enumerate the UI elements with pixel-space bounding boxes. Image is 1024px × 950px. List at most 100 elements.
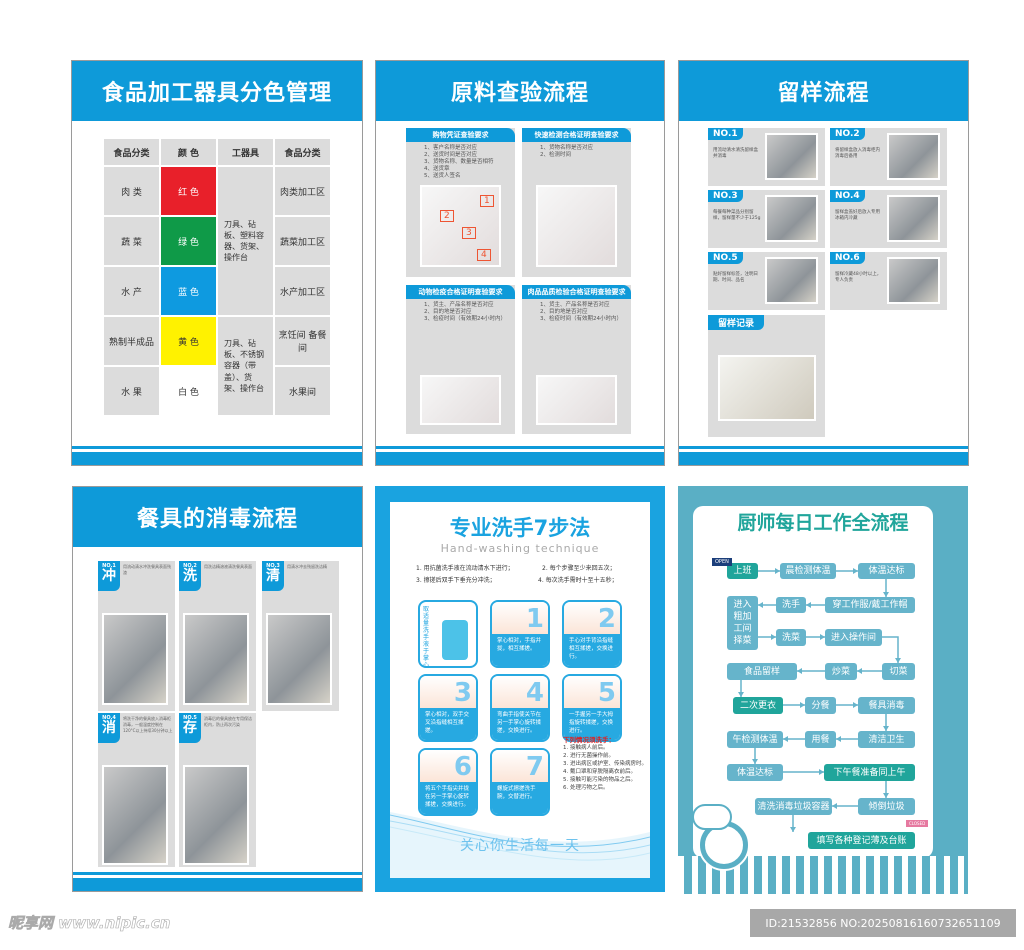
hands-illustration (492, 602, 548, 636)
table-row: 水 产蓝 色水产加工区 (102, 265, 332, 317)
hands-illustration (492, 750, 548, 784)
requirement-item: 3、检疫时间（有效期24小时内） (540, 316, 622, 322)
flow-step: 洗手 (776, 597, 806, 613)
step-photo (765, 257, 818, 304)
must-wash-list: 1. 接触病人前后。2. 进行无菌操作前。3. 进出病区或护室、传染病房时。4.… (563, 744, 648, 792)
table-row: 肉 类红 色刀具、砧板、塑料容器、货架、操作台肉类加工区 (102, 165, 332, 317)
must-wash-item: 5. 接触可能污染的物品之后。 (563, 777, 636, 783)
step-character: 冲 (102, 568, 116, 584)
flow-step: 餐具消毒 (858, 697, 915, 714)
rule-4: 4. 每次洗手需时十至十五秒； (538, 577, 618, 584)
rule-2: 2. 每个步骤至少来回五次； (542, 565, 616, 572)
column-header: 工器具 (216, 137, 275, 167)
divider (72, 446, 362, 449)
step-photo (887, 133, 940, 180)
flow-step: 分餐 (805, 697, 836, 714)
color-cell: 黄 色 (159, 315, 218, 367)
step-text: 将留样盒放入消毒柜内消毒后备用 (835, 148, 880, 159)
flow-step: 食品留样 (727, 663, 797, 680)
arrowhead-icon (853, 568, 858, 574)
table-row: 水 果白 色水果间 (102, 365, 332, 417)
step-number: 3 (453, 678, 472, 708)
arrowhead-icon (895, 658, 901, 663)
step-character: 消 (102, 720, 116, 736)
must-wash-item: 6. 处理污物之后。 (563, 785, 609, 791)
arrowhead-icon (857, 668, 862, 674)
hands-illustration (564, 602, 620, 636)
flow-arrows (738, 568, 901, 832)
requirement-item: 2、检测时间 (540, 152, 571, 158)
step-text: 每餐每种菜品分别留样，留样量不少于125g (713, 210, 761, 221)
arrowhead-icon (836, 736, 841, 742)
hands-illustration (420, 676, 476, 710)
area-cell: 肉类加工区 (273, 165, 332, 217)
wave-decoration (390, 812, 650, 878)
poster-title: 餐具的消毒流程 (73, 487, 362, 547)
requirement-item: 4、送货章 (424, 166, 450, 172)
arrowhead-icon (883, 793, 889, 798)
flow-step: 体温达标 (858, 563, 915, 579)
image-id-badge: ID:21532856 NO:20250816160732651109 (750, 909, 1016, 937)
annotation-marker: 2 (440, 210, 454, 222)
requirement-heading: 快速检测合格证明查验要求 (522, 128, 631, 142)
step-character: 清 (266, 568, 280, 584)
poster-handwashing: 专业洗手7步法 Hand-washing technique 1. 用抗菌洗手液… (375, 486, 665, 892)
poster-inner: 专业洗手7步法 Hand-washing technique 1. 用抗菌洗手液… (390, 502, 650, 878)
step-text: 螺旋式擦搓洗手腕，交替进行。 (492, 782, 548, 814)
step-photo (765, 133, 818, 180)
rule-3: 3. 擦搓后双手下垂充分冲洗； (416, 577, 496, 584)
step-number: NO.3 (708, 190, 743, 202)
document-photo (536, 185, 617, 267)
hands-illustration (492, 676, 548, 710)
requirement-item: 1、货物名称是否对应 (540, 145, 593, 151)
table-row: 蔬 菜绿 色蔬菜加工区 (102, 215, 332, 267)
flow-step: 炒菜 (825, 663, 857, 680)
flow-step: 二次更衣 (733, 697, 783, 714)
poster-subtitle: Hand-washing technique (440, 542, 600, 555)
requirement-heading: 动物检疫合格证明查验要求 (406, 285, 515, 299)
food-category-cell: 水 产 (102, 265, 161, 317)
step-photo (887, 257, 940, 304)
step-number: NO.2 (830, 128, 865, 140)
step-number: NO.5 (183, 715, 197, 721)
must-wash-item: 3. 进出病区或护室、传染病房时。 (563, 761, 647, 767)
poster-color-management: 食品加工器具分色管理 食品分类颜 色工器具食品分类肉 类红 色刀具、砧板、塑料容… (71, 60, 363, 466)
requirement-item: 1、货主、产品名称是否对应 (540, 302, 610, 308)
table-row: 熟制半成品黄 色刀具、砧板、不锈钢容器（带盖）、货架、操作台烹饪间 备餐间 (102, 315, 332, 417)
step-number: NO.3 (266, 563, 280, 569)
step-text: 将五个手指尖并拢在另一手掌心旋转揉搓，交换进行。 (420, 782, 476, 814)
step-number: 2 (597, 604, 616, 634)
column-header: 食品分类 (102, 137, 161, 167)
requirement-item: 2、送货时间是否对应 (424, 152, 477, 158)
flow-step: 下午餐准备同上午 (824, 764, 915, 781)
flow-step: 切菜 (882, 663, 915, 680)
step-number: 6 (453, 752, 472, 782)
color-cell: 蓝 色 (159, 265, 218, 317)
column-header: 颜 色 (159, 137, 218, 167)
document-photo (536, 375, 617, 425)
flow-step: 倾倒垃圾 (858, 798, 915, 815)
tools-cell: 刀具、砧板、塑料容器、货架、操作台 (216, 165, 275, 317)
footer-band (376, 452, 664, 465)
step-text: 掌心相对，双手交叉沿指缝相互揉搓。 (420, 708, 476, 740)
table-header-row: 食品分类颜 色工器具食品分类 (102, 137, 332, 167)
step-number: NO.6 (830, 252, 865, 264)
